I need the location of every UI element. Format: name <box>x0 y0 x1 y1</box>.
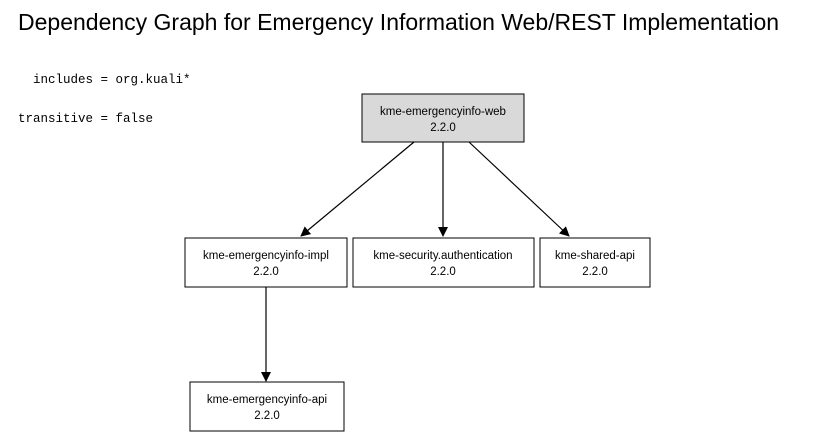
page-title: Dependency Graph for Emergency Informati… <box>18 9 780 35</box>
node-version: 2.2.0 <box>254 410 280 422</box>
node-name: kme-emergencyinfo-impl <box>203 250 329 262</box>
node-version: 2.2.0 <box>430 122 456 134</box>
node-security-authentication[interactable]: kme-security.authentication 2.2.0 <box>352 237 535 288</box>
node-box <box>539 237 651 288</box>
node-name: kme-emergencyinfo-api <box>207 394 327 406</box>
node-box <box>189 381 345 432</box>
edge-web-to-impl <box>300 141 415 237</box>
filter-settings: includes = org.kuali* transitive = false <box>18 48 191 139</box>
includes-filter: includes = org.kuali* <box>18 73 191 87</box>
node-box <box>352 237 535 288</box>
edge-web-to-shared <box>468 141 570 237</box>
node-name: kme-emergencyinfo-web <box>380 106 506 118</box>
node-emergencyinfo-web[interactable]: kme-emergencyinfo-web 2.2.0 <box>361 93 525 143</box>
node-version: 2.2.0 <box>582 266 608 278</box>
node-version: 2.2.0 <box>430 266 456 278</box>
node-emergencyinfo-api[interactable]: kme-emergencyinfo-api 2.2.0 <box>189 381 345 432</box>
transitive-filter: transitive = false <box>18 112 154 126</box>
node-name: kme-security.authentication <box>373 250 512 262</box>
node-box <box>361 93 525 143</box>
node-emergencyinfo-impl[interactable]: kme-emergencyinfo-impl 2.2.0 <box>184 237 348 288</box>
node-shared-api[interactable]: kme-shared-api 2.2.0 <box>539 237 651 288</box>
node-version: 2.2.0 <box>253 266 279 278</box>
node-name: kme-shared-api <box>555 250 635 262</box>
node-box <box>184 237 348 288</box>
